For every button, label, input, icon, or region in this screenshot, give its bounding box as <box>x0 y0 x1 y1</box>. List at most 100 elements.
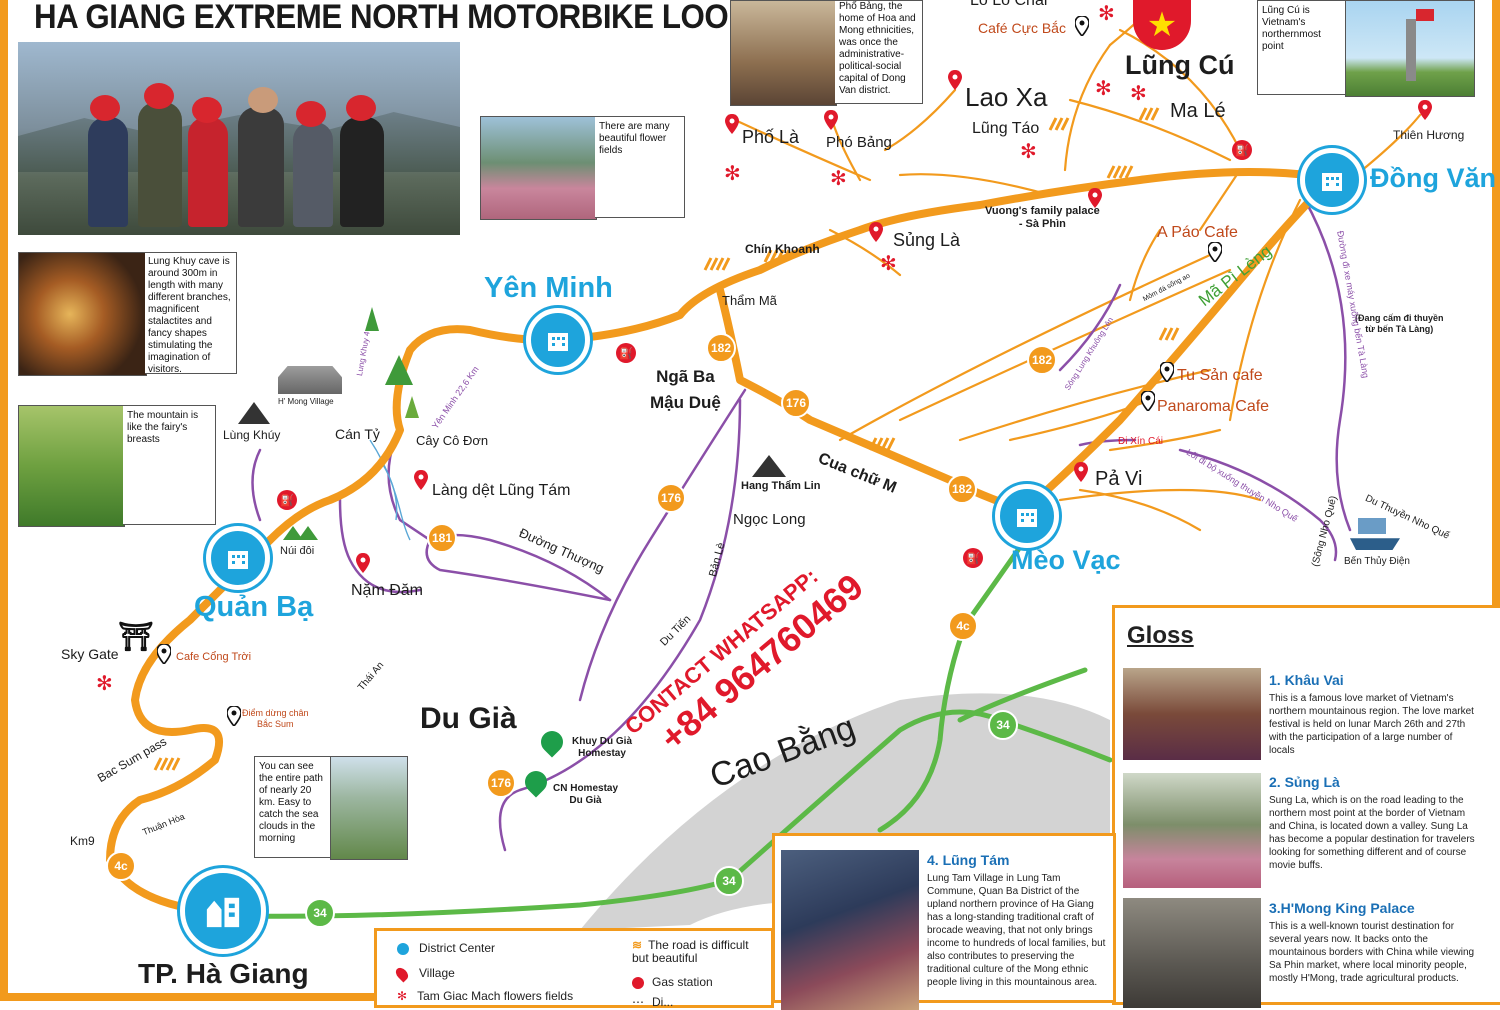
tree-icon <box>405 396 419 418</box>
gloss-item-4: 4. Lũng Tám Lung Tam Village in Lung Tam… <box>927 852 1111 989</box>
cave-photo <box>18 252 147 376</box>
sea-clouds-callout: You can see the entire path of nearly 20… <box>254 756 330 858</box>
gas-station-icon <box>632 976 644 989</box>
label-hang-tham-lin: Hang Thẩm Lin <box>741 480 821 492</box>
village-pin-icon <box>414 470 428 490</box>
difficult-road-marks <box>153 107 1180 771</box>
road-number-badge: 34 <box>988 710 1018 740</box>
flower-photo <box>480 116 597 220</box>
cave-callout: Lung Khuy cave is around 300m in length … <box>145 252 237 375</box>
label-pho-bang: Phó Bảng <box>826 134 892 151</box>
minor-roads <box>733 0 1422 532</box>
village-pin-icon <box>1088 188 1102 208</box>
label-can-ty: Cán Tỷ <box>335 426 380 442</box>
lung-cu-note: Lũng Cú is Vietnam's northernmost point <box>1262 5 1321 52</box>
label-km9: Km9 <box>70 834 95 848</box>
label-lung-khuy: Lùng Khúy <box>223 428 281 442</box>
tree-icon <box>365 307 379 331</box>
flower-icon: ✻ <box>96 671 113 695</box>
legend-item: Gas station <box>632 975 713 989</box>
village-pin-icon <box>356 553 370 573</box>
flower-icon: ✻ <box>1130 81 1147 105</box>
label-vuong-palace: Vuong's family palace - Sà Phìn <box>985 205 1100 230</box>
gas-station-icon: ⛽ <box>963 548 983 568</box>
flower-callout: There are many beautiful flower fields <box>595 116 685 218</box>
label-cn-homestay: CN Homestay Du Già <box>553 783 619 806</box>
legend-item: District Center <box>397 941 495 955</box>
purple-roads <box>251 198 1352 852</box>
lung-khuy-note: Lung Khuy cave is around 300m in length … <box>148 256 231 375</box>
flower-note: There are many beautiful flower fields <box>599 121 670 156</box>
cafe-pin-icon <box>1075 16 1089 36</box>
label-sung-la: Sủng Là <box>893 230 961 250</box>
gloss-text: Sung La, which is on the road leading to… <box>1269 795 1475 871</box>
label-dang-cam: (Đang cấm đi thuyền từ bến Tà Làng) <box>1355 313 1444 334</box>
gloss-heading: Gloss <box>1127 622 1194 649</box>
legend-label: The road is difficult but beautiful <box>632 938 749 965</box>
label-nga-ba: Ngã Ba Mậu Duệ <box>650 367 721 412</box>
legend-label: Gas station <box>652 975 713 989</box>
twin-mountain-icon <box>298 526 318 540</box>
label-ha-giang: TP. Hà Giang <box>138 958 309 989</box>
label-chin-khoanh: Chín Khoanh <box>745 242 820 256</box>
gloss-panel: Gloss 1. Khâu Vai This is a famous love … <box>1112 605 1500 1008</box>
gloss-photo-khau-vai <box>1123 668 1261 760</box>
gloss-text: This is a well-known tourist destination… <box>1269 921 1475 984</box>
road-number-badge: 34 <box>305 898 335 928</box>
mountain-icon <box>752 455 786 477</box>
label-cafe-cuc-bac: Café Cực Bắc <box>978 20 1066 36</box>
legend-item: ≋The road is difficult but beautiful <box>632 939 762 965</box>
flower-icon: ✻ <box>830 166 847 190</box>
label-thien-huong: Thiên Hương <box>1393 128 1465 142</box>
road-number-badge: 182 <box>706 333 736 363</box>
label-lo-lo-chai: Lô Lô Chải <box>970 0 1048 9</box>
label-ben-thuy-dien: Bến Thủy Điện <box>1344 556 1410 567</box>
flower-icon: ✻ <box>1098 1 1115 25</box>
road-number-badge: 176 <box>486 768 516 798</box>
gloss-photo-lung-tam <box>781 850 919 1010</box>
district-center-icon <box>1300 148 1364 212</box>
legend-item: ⋯Di... <box>632 995 673 1009</box>
label-di-xin-cai: Đi Xín Cái <box>1118 436 1164 447</box>
fairy-photo <box>18 405 125 527</box>
label-a-pao: A Páo Cafe <box>1157 224 1238 241</box>
legend-label: Village <box>419 966 455 980</box>
road-number-badge: 4c <box>948 611 978 641</box>
road-number-badge: 182 <box>947 474 977 504</box>
map-title: HA GIANG EXTREME NORTH MOTORBIKE LOOP <box>34 0 749 36</box>
cafe-pin-icon <box>1141 391 1155 411</box>
village-pin-icon <box>393 965 411 983</box>
pho-bang-photo <box>730 0 837 106</box>
boat-icon <box>1350 538 1400 550</box>
dots-icon: ⋯ <box>632 995 644 1009</box>
pho-bang-callout: Phố Bảng, the home of Hoa and Mong ethni… <box>835 0 923 104</box>
gloss-item-1: 1. Khâu Vai This is a famous love market… <box>1269 672 1477 757</box>
village-house-icon <box>278 366 342 394</box>
pho-bang-note: Phố Bảng, the home of Hoa and Mong ethni… <box>839 1 916 96</box>
label-hmong-village: H' Mong Village <box>278 397 334 406</box>
flower-icon: ✻ <box>1020 139 1037 163</box>
gloss-title: 1. Khâu Vai <box>1269 672 1344 688</box>
label-nam-dam: Nặm Đăm <box>351 582 424 599</box>
village-pin-icon <box>725 114 739 134</box>
lung-cu-callout: Lũng Cú is Vietnam's northernmost point <box>1257 0 1345 95</box>
district-center-icon <box>397 942 409 955</box>
village-pin-icon <box>1418 100 1432 120</box>
gas-station-icon: ⛽ <box>616 343 636 363</box>
district-center-icon <box>995 484 1059 548</box>
road-number-badge: 176 <box>781 388 811 418</box>
difficult-road-icon: ≋ <box>632 938 643 952</box>
label-nui-doi: Núi đôi <box>280 545 315 557</box>
village-pin-icon <box>1074 462 1088 482</box>
label-khuy-du: Khuy Du Già Homestay <box>572 736 633 759</box>
city-center-icon <box>180 868 266 954</box>
district-center-icon <box>526 308 590 372</box>
gloss-text: This is a famous love market of Vietnam'… <box>1269 693 1474 756</box>
label-panaroma: Panaroma Cafe <box>1157 398 1270 415</box>
label-cay-co-don: Cây Cô Đơn <box>416 433 489 448</box>
mountain-icon <box>238 402 270 424</box>
boat-icon <box>1358 518 1386 534</box>
road-number-badge: 176 <box>656 483 686 513</box>
cafe-pin-icon <box>227 706 241 726</box>
label-lung-cu: Lũng Cú <box>1125 50 1235 80</box>
